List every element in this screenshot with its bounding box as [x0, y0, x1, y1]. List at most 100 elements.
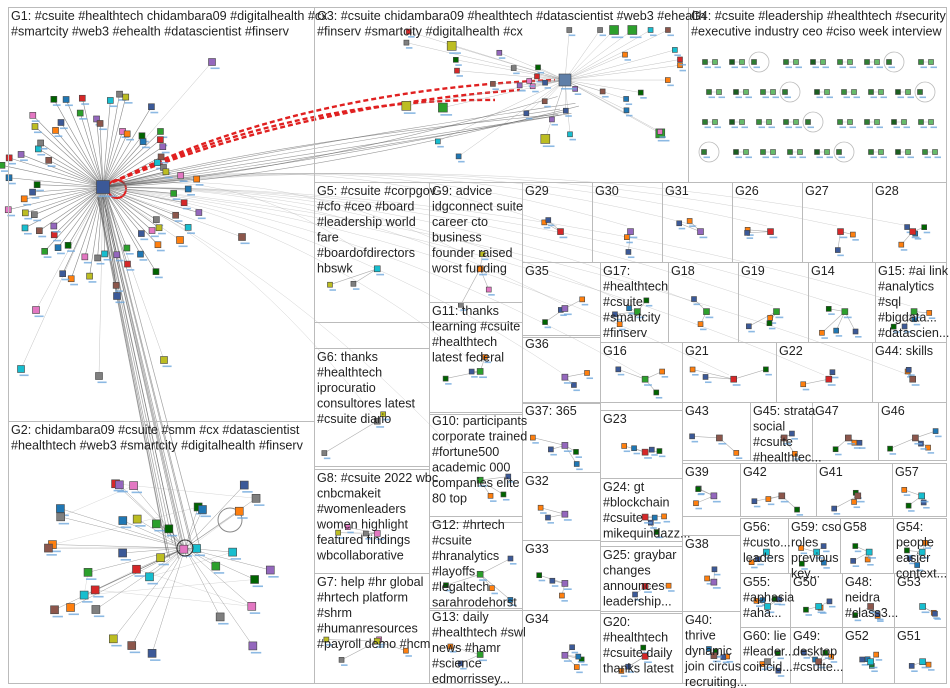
node[interactable]	[908, 663, 918, 672]
node[interactable]	[401, 101, 416, 114]
node[interactable]	[819, 329, 828, 339]
node[interactable]	[557, 228, 568, 239]
node[interactable]	[895, 89, 905, 99]
node[interactable]	[59, 270, 70, 281]
node[interactable]	[918, 492, 929, 503]
node[interactable]	[321, 450, 331, 460]
node[interactable]	[626, 305, 636, 315]
node[interactable]	[743, 149, 753, 159]
node[interactable]	[918, 119, 928, 129]
node[interactable]	[825, 306, 835, 315]
node[interactable]	[641, 513, 652, 524]
node[interactable]	[729, 119, 739, 129]
node[interactable]	[836, 149, 846, 159]
node[interactable]	[746, 323, 755, 333]
node[interactable]	[891, 119, 901, 129]
node[interactable]	[152, 268, 163, 279]
node[interactable]	[821, 559, 830, 569]
node[interactable]	[837, 228, 848, 239]
node[interactable]	[798, 545, 808, 555]
node[interactable]	[634, 308, 645, 319]
node[interactable]	[627, 25, 642, 39]
node[interactable]	[751, 498, 761, 508]
node[interactable]	[775, 650, 784, 660]
node[interactable]	[86, 272, 97, 283]
node[interactable]	[852, 328, 862, 338]
node[interactable]	[704, 575, 714, 585]
node[interactable]	[50, 231, 62, 242]
node[interactable]	[113, 292, 125, 304]
node[interactable]	[549, 577, 559, 587]
node[interactable]	[919, 658, 930, 669]
node[interactable]	[435, 138, 444, 148]
node[interactable]	[803, 606, 812, 616]
node[interactable]	[873, 651, 883, 661]
node[interactable]	[701, 149, 711, 159]
node[interactable]	[792, 450, 801, 460]
node[interactable]	[184, 185, 196, 196]
node[interactable]	[928, 119, 938, 129]
node[interactable]	[468, 368, 478, 378]
node[interactable]	[573, 664, 583, 674]
node[interactable]	[703, 308, 714, 319]
node[interactable]	[81, 253, 92, 264]
node[interactable]	[323, 636, 333, 646]
node[interactable]	[805, 119, 815, 129]
node[interactable]	[867, 658, 878, 669]
node[interactable]	[689, 433, 699, 443]
node[interactable]	[926, 310, 936, 320]
node[interactable]	[820, 59, 830, 69]
node[interactable]	[905, 366, 915, 376]
node[interactable]	[438, 102, 453, 116]
node[interactable]	[733, 450, 743, 459]
node[interactable]	[852, 543, 862, 553]
node[interactable]	[778, 492, 789, 503]
node[interactable]	[632, 591, 642, 601]
node[interactable]	[526, 78, 536, 88]
node[interactable]	[890, 323, 900, 333]
node[interactable]	[677, 56, 687, 66]
node[interactable]	[129, 481, 143, 494]
node[interactable]	[138, 230, 149, 241]
node[interactable]	[826, 598, 836, 608]
node[interactable]	[45, 157, 56, 167]
node[interactable]	[139, 138, 150, 149]
node[interactable]	[864, 119, 874, 129]
node[interactable]	[793, 59, 803, 69]
node[interactable]	[851, 89, 861, 99]
node[interactable]	[729, 59, 739, 69]
node[interactable]	[764, 658, 775, 669]
node[interactable]	[50, 605, 63, 618]
node[interactable]	[815, 603, 826, 614]
node[interactable]	[653, 529, 663, 539]
node[interactable]	[886, 59, 896, 69]
node[interactable]	[905, 89, 915, 99]
node[interactable]	[621, 443, 631, 453]
node[interactable]	[874, 119, 884, 129]
node[interactable]	[763, 366, 772, 376]
node[interactable]	[813, 548, 824, 559]
node[interactable]	[753, 598, 763, 607]
node[interactable]	[618, 668, 628, 678]
node[interactable]	[154, 241, 165, 252]
node[interactable]	[21, 224, 32, 235]
node[interactable]	[78, 94, 90, 105]
node[interactable]	[36, 227, 47, 238]
node[interactable]	[248, 641, 262, 654]
node[interactable]	[83, 568, 97, 580]
node[interactable]	[739, 119, 749, 129]
node[interactable]	[41, 248, 52, 258]
node[interactable]	[446, 40, 461, 54]
node[interactable]	[697, 321, 707, 331]
node[interactable]	[251, 494, 265, 506]
node[interactable]	[710, 652, 721, 663]
node[interactable]	[542, 79, 552, 89]
node[interactable]	[32, 306, 44, 318]
node[interactable]	[653, 389, 663, 399]
node[interactable]	[184, 224, 195, 234]
hub-node[interactable]	[176, 539, 194, 557]
node[interactable]	[928, 59, 938, 69]
node[interactable]	[864, 59, 874, 69]
node[interactable]	[868, 149, 878, 159]
node[interactable]	[496, 49, 506, 59]
